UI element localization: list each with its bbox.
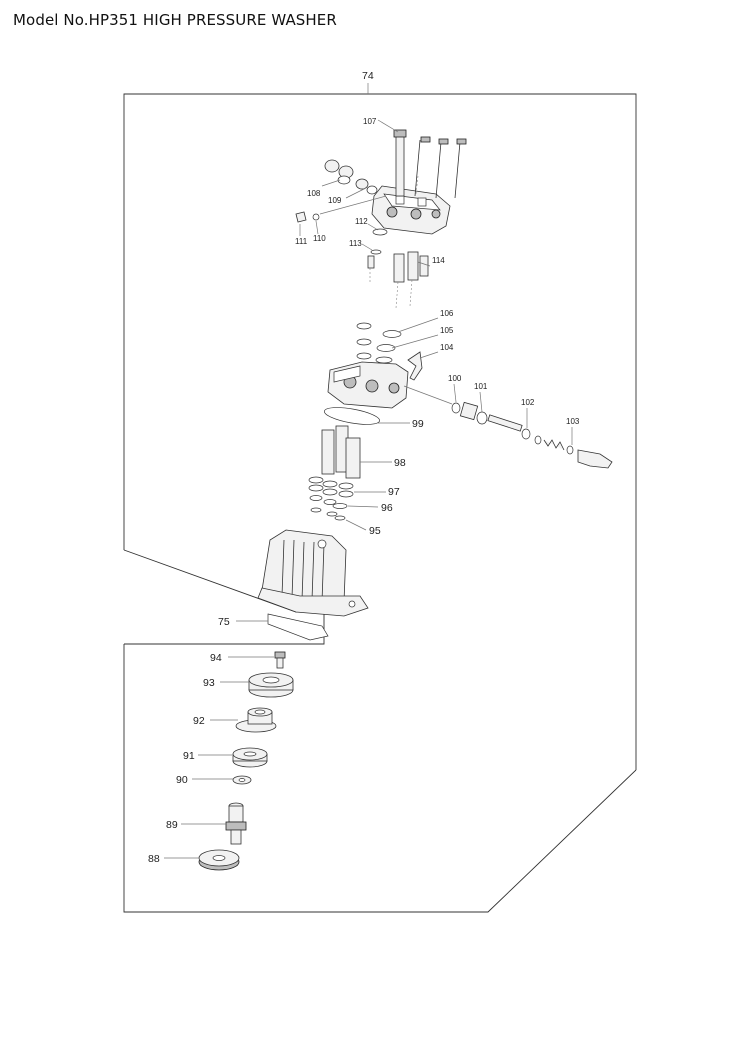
label-99: 99 — [412, 418, 424, 430]
label-102: 102 — [521, 398, 535, 407]
part-93-bearing — [220, 672, 294, 698]
part-99-oring — [324, 407, 410, 425]
label-105: 105 — [440, 326, 454, 335]
label-113: 113 — [349, 239, 362, 248]
label-89: 89 — [166, 819, 178, 831]
label-108: 108 — [307, 189, 321, 198]
label-93: 93 — [203, 677, 215, 689]
part-112-113-valves — [361, 223, 388, 284]
part-75-gasket — [236, 613, 329, 641]
part-95-97-springs — [308, 476, 386, 531]
part-94-screw — [228, 651, 286, 669]
label-110: 110 — [313, 234, 326, 243]
part-110-111-plug — [295, 211, 320, 236]
label-109: 109 — [328, 196, 342, 205]
label-106: 106 — [440, 309, 454, 318]
page-title: Model No.HP351 HIGH PRESSURE WASHER — [13, 11, 337, 29]
part-98-pistons — [321, 425, 392, 479]
group-border-lower — [123, 612, 637, 913]
label-103: 103 — [566, 417, 580, 426]
label-92: 92 — [193, 715, 205, 727]
label-114: 114 — [432, 256, 445, 265]
part-104-105-106-seals — [356, 317, 439, 381]
part-114-valve-assembly — [393, 251, 431, 309]
label-104: 104 — [440, 343, 454, 352]
part-92-wobble-plate — [210, 707, 277, 733]
label-107: 107 — [363, 117, 377, 126]
label-88: 88 — [148, 853, 160, 865]
label-74: 74 — [362, 70, 374, 82]
label-75: 75 — [218, 616, 230, 628]
label-97: 97 — [388, 486, 400, 498]
label-112: 112 — [355, 217, 368, 226]
part-107-bolts — [377, 119, 467, 199]
part-90-washer — [192, 775, 252, 785]
pump-body — [327, 361, 453, 409]
pump-head-manifold — [371, 185, 451, 235]
label-100: 100 — [448, 374, 462, 383]
label-101: 101 — [474, 382, 488, 391]
part-91-bearing — [198, 747, 268, 768]
label-94: 94 — [210, 652, 222, 664]
label-96: 96 — [381, 502, 393, 514]
label-95: 95 — [369, 525, 381, 537]
label-98: 98 — [394, 457, 406, 469]
part-88-gear — [164, 849, 240, 871]
part-100-103-unloader — [451, 383, 613, 469]
label-111: 111 — [295, 237, 308, 246]
pump-crankcase-housing — [257, 529, 369, 617]
label-91: 91 — [183, 750, 195, 762]
group-border-74 — [123, 83, 637, 770]
label-90: 90 — [176, 774, 188, 786]
part-89-shaft — [181, 802, 247, 845]
part-108-109-caps — [319, 159, 387, 215]
